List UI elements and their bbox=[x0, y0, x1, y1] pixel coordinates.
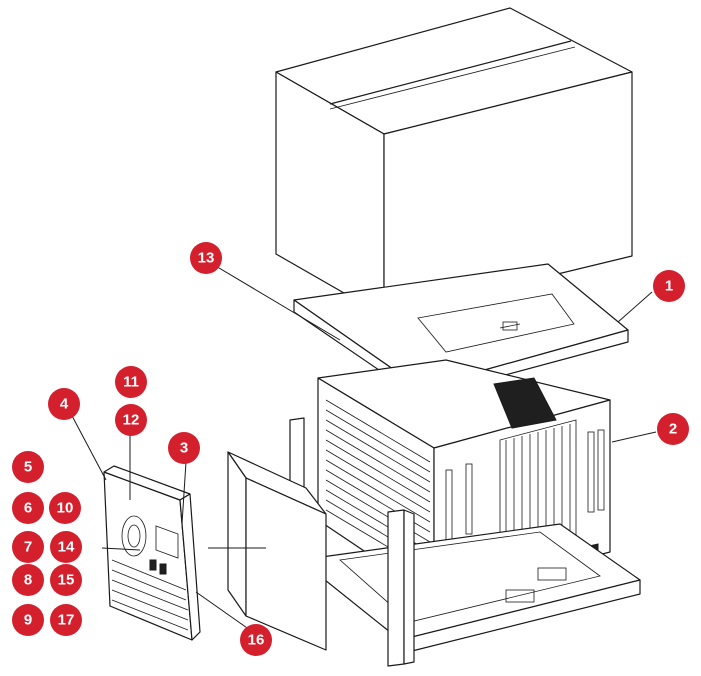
svg-text:16: 16 bbox=[248, 632, 265, 649]
leader-lines bbox=[69, 261, 657, 631]
svg-text:3: 3 bbox=[180, 440, 188, 457]
callout-16: 16 bbox=[240, 624, 272, 656]
svg-text:11: 11 bbox=[123, 374, 139, 391]
callout-10: 10 bbox=[49, 492, 81, 524]
callout-17: 17 bbox=[50, 604, 82, 636]
callout-15: 15 bbox=[50, 564, 82, 596]
callout-8: 8 bbox=[12, 564, 44, 596]
svg-text:4: 4 bbox=[60, 396, 69, 413]
callout-3: 3 bbox=[168, 432, 200, 464]
callout-6: 6 bbox=[12, 492, 44, 524]
callout-4: 4 bbox=[48, 388, 80, 420]
callout-12: 12 bbox=[115, 404, 147, 436]
svg-text:1: 1 bbox=[665, 278, 673, 295]
svg-text:17: 17 bbox=[58, 612, 75, 629]
svg-text:5: 5 bbox=[24, 459, 32, 476]
callout-7: 7 bbox=[12, 531, 44, 563]
callout-1: 1 bbox=[653, 270, 685, 302]
svg-text:15: 15 bbox=[58, 572, 75, 589]
svg-text:9: 9 bbox=[24, 612, 32, 629]
front-panel-assembly bbox=[103, 465, 201, 641]
callout-13: 13 bbox=[190, 242, 222, 274]
svg-text:8: 8 bbox=[24, 572, 32, 589]
callout-14: 14 bbox=[50, 531, 82, 563]
callout-5: 5 bbox=[12, 451, 44, 483]
svg-text:7: 7 bbox=[24, 539, 32, 556]
callout-2: 2 bbox=[657, 413, 689, 445]
front-foam-pad bbox=[227, 451, 327, 651]
svg-text:13: 13 bbox=[198, 250, 215, 267]
front-grille bbox=[325, 399, 431, 573]
shipping-carton bbox=[275, 7, 633, 317]
svg-text:6: 6 bbox=[24, 500, 32, 517]
bottom-packing-base bbox=[299, 523, 641, 655]
svg-text:14: 14 bbox=[58, 539, 75, 556]
callout-11: 11 bbox=[115, 366, 147, 398]
callouts: 1 2 3 4 5 6 7 8 bbox=[12, 242, 689, 656]
svg-text:10: 10 bbox=[57, 500, 74, 517]
callout-9: 9 bbox=[12, 604, 44, 636]
svg-text:2: 2 bbox=[669, 421, 677, 438]
svg-text:12: 12 bbox=[123, 412, 140, 429]
